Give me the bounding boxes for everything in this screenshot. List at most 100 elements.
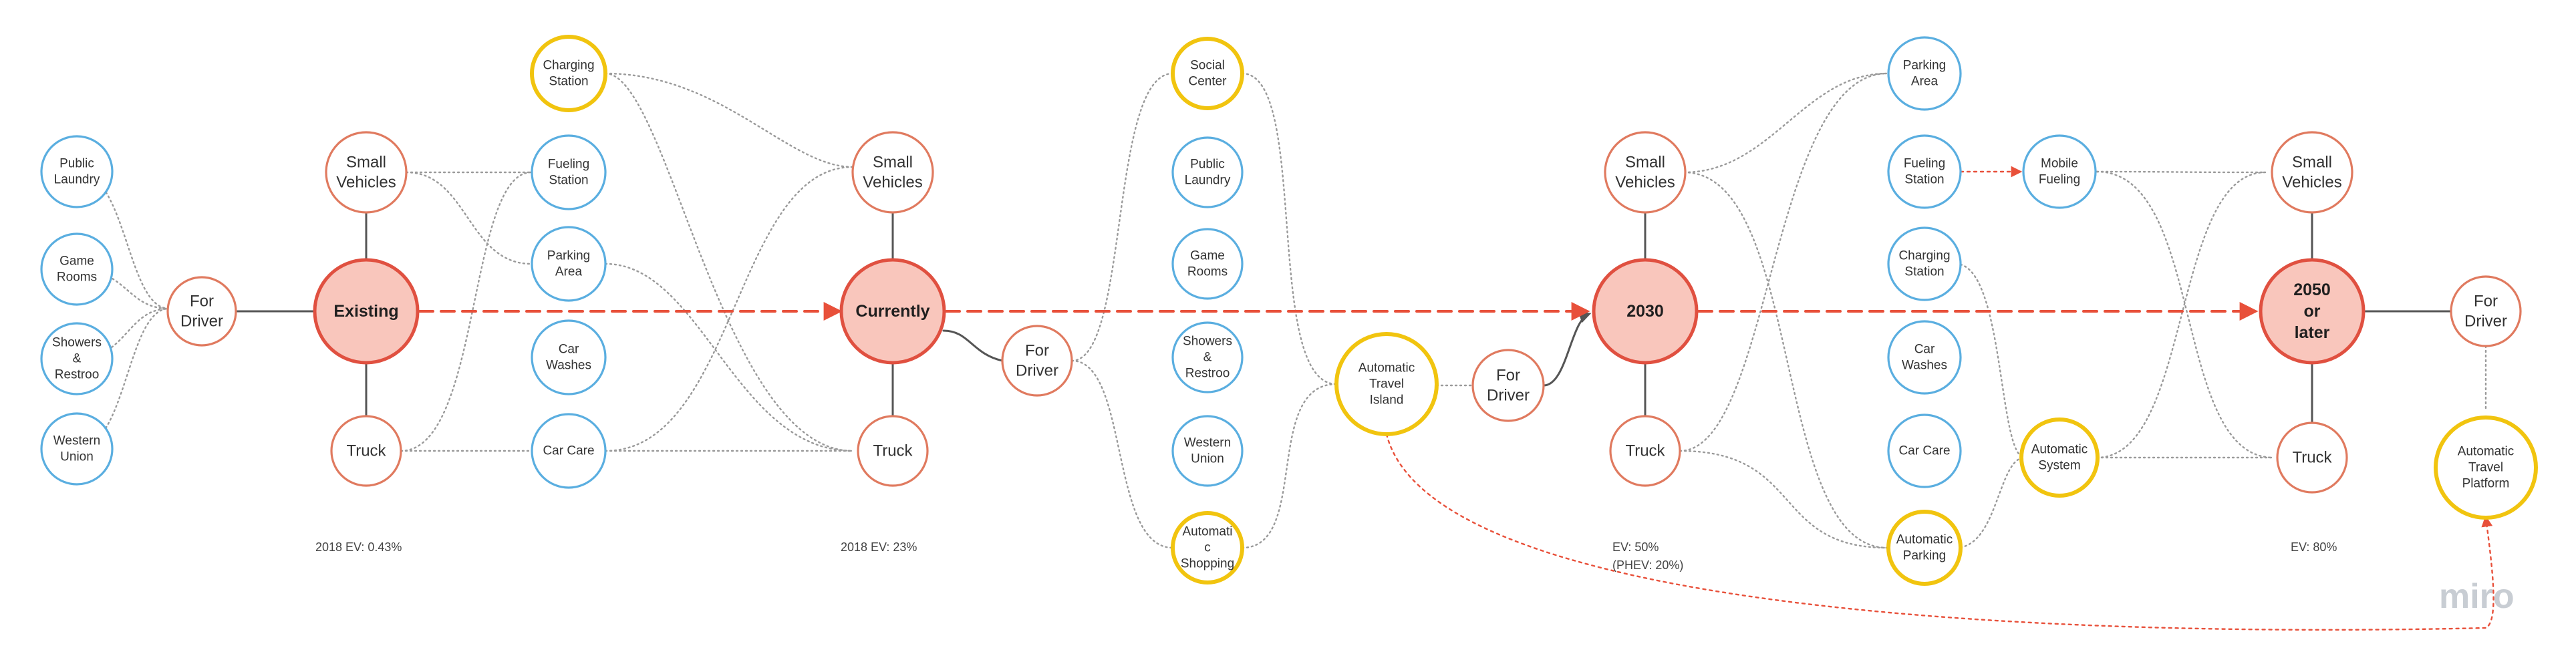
connector: [1679, 72, 1888, 452]
node-circle: [1001, 325, 1073, 397]
node-showers-restroom[interactable]: Showers&Restroo: [40, 322, 114, 395]
node-circle: [1171, 415, 1244, 487]
hub-label: Currently: [855, 302, 929, 321]
node-circle: [40, 412, 114, 486]
node-circle: [40, 322, 114, 395]
node-circle: [1171, 228, 1244, 300]
node-truck[interactable]: Truck: [330, 415, 402, 487]
connector: [1679, 450, 1888, 549]
connector: [604, 263, 854, 452]
connector: [1683, 171, 1888, 549]
node-circle: [1887, 226, 1962, 301]
node-circle: [531, 319, 607, 395]
node-truck[interactable]: Truck: [857, 415, 929, 487]
caption-2018-ev-current: 2018 EV: 23%: [841, 540, 917, 554]
hub-label: Existing: [333, 302, 398, 321]
node-circle: [531, 226, 607, 302]
node-circle: [2276, 422, 2348, 494]
hub-existing[interactable]: Existing: [313, 258, 420, 365]
connector: [1070, 359, 1174, 549]
node-truck[interactable]: Truck: [2276, 422, 2348, 494]
node-car-care[interactable]: Car Care: [531, 413, 607, 489]
node-label: Truck: [346, 442, 386, 460]
node-circle: [1886, 510, 1963, 586]
node-circle: [530, 35, 607, 112]
node-circle: [166, 276, 237, 347]
node-circle: [1171, 511, 1244, 584]
connector: [942, 329, 1004, 362]
connector: [1683, 72, 1888, 174]
node-circle: [325, 131, 408, 214]
connector: [604, 72, 854, 168]
hub-currently[interactable]: Currently: [839, 258, 946, 365]
connector: [1070, 72, 1174, 362]
node-circle: [40, 135, 114, 208]
node-truck[interactable]: Truck: [1609, 415, 1681, 487]
caption-2030-ev: EV: 50%: [1612, 540, 1659, 554]
node-circle: [851, 131, 934, 214]
node-circle: [531, 413, 607, 489]
node-car-care[interactable]: Car Care: [1887, 413, 1962, 488]
node-circle: [2022, 134, 2097, 209]
connector: [1241, 72, 1338, 385]
node-showers-restroom[interactable]: Showers&Restroo: [1171, 321, 1244, 393]
connector: [1241, 383, 1338, 549]
hub-2030[interactable]: 2030: [1592, 258, 1699, 365]
connector: [604, 166, 854, 452]
node-circle: [1171, 321, 1244, 393]
node-circle: [2271, 131, 2353, 214]
caption-2030-phev: (PHEV: 20%): [1612, 558, 1683, 572]
miro-logo: miro: [2439, 577, 2515, 616]
